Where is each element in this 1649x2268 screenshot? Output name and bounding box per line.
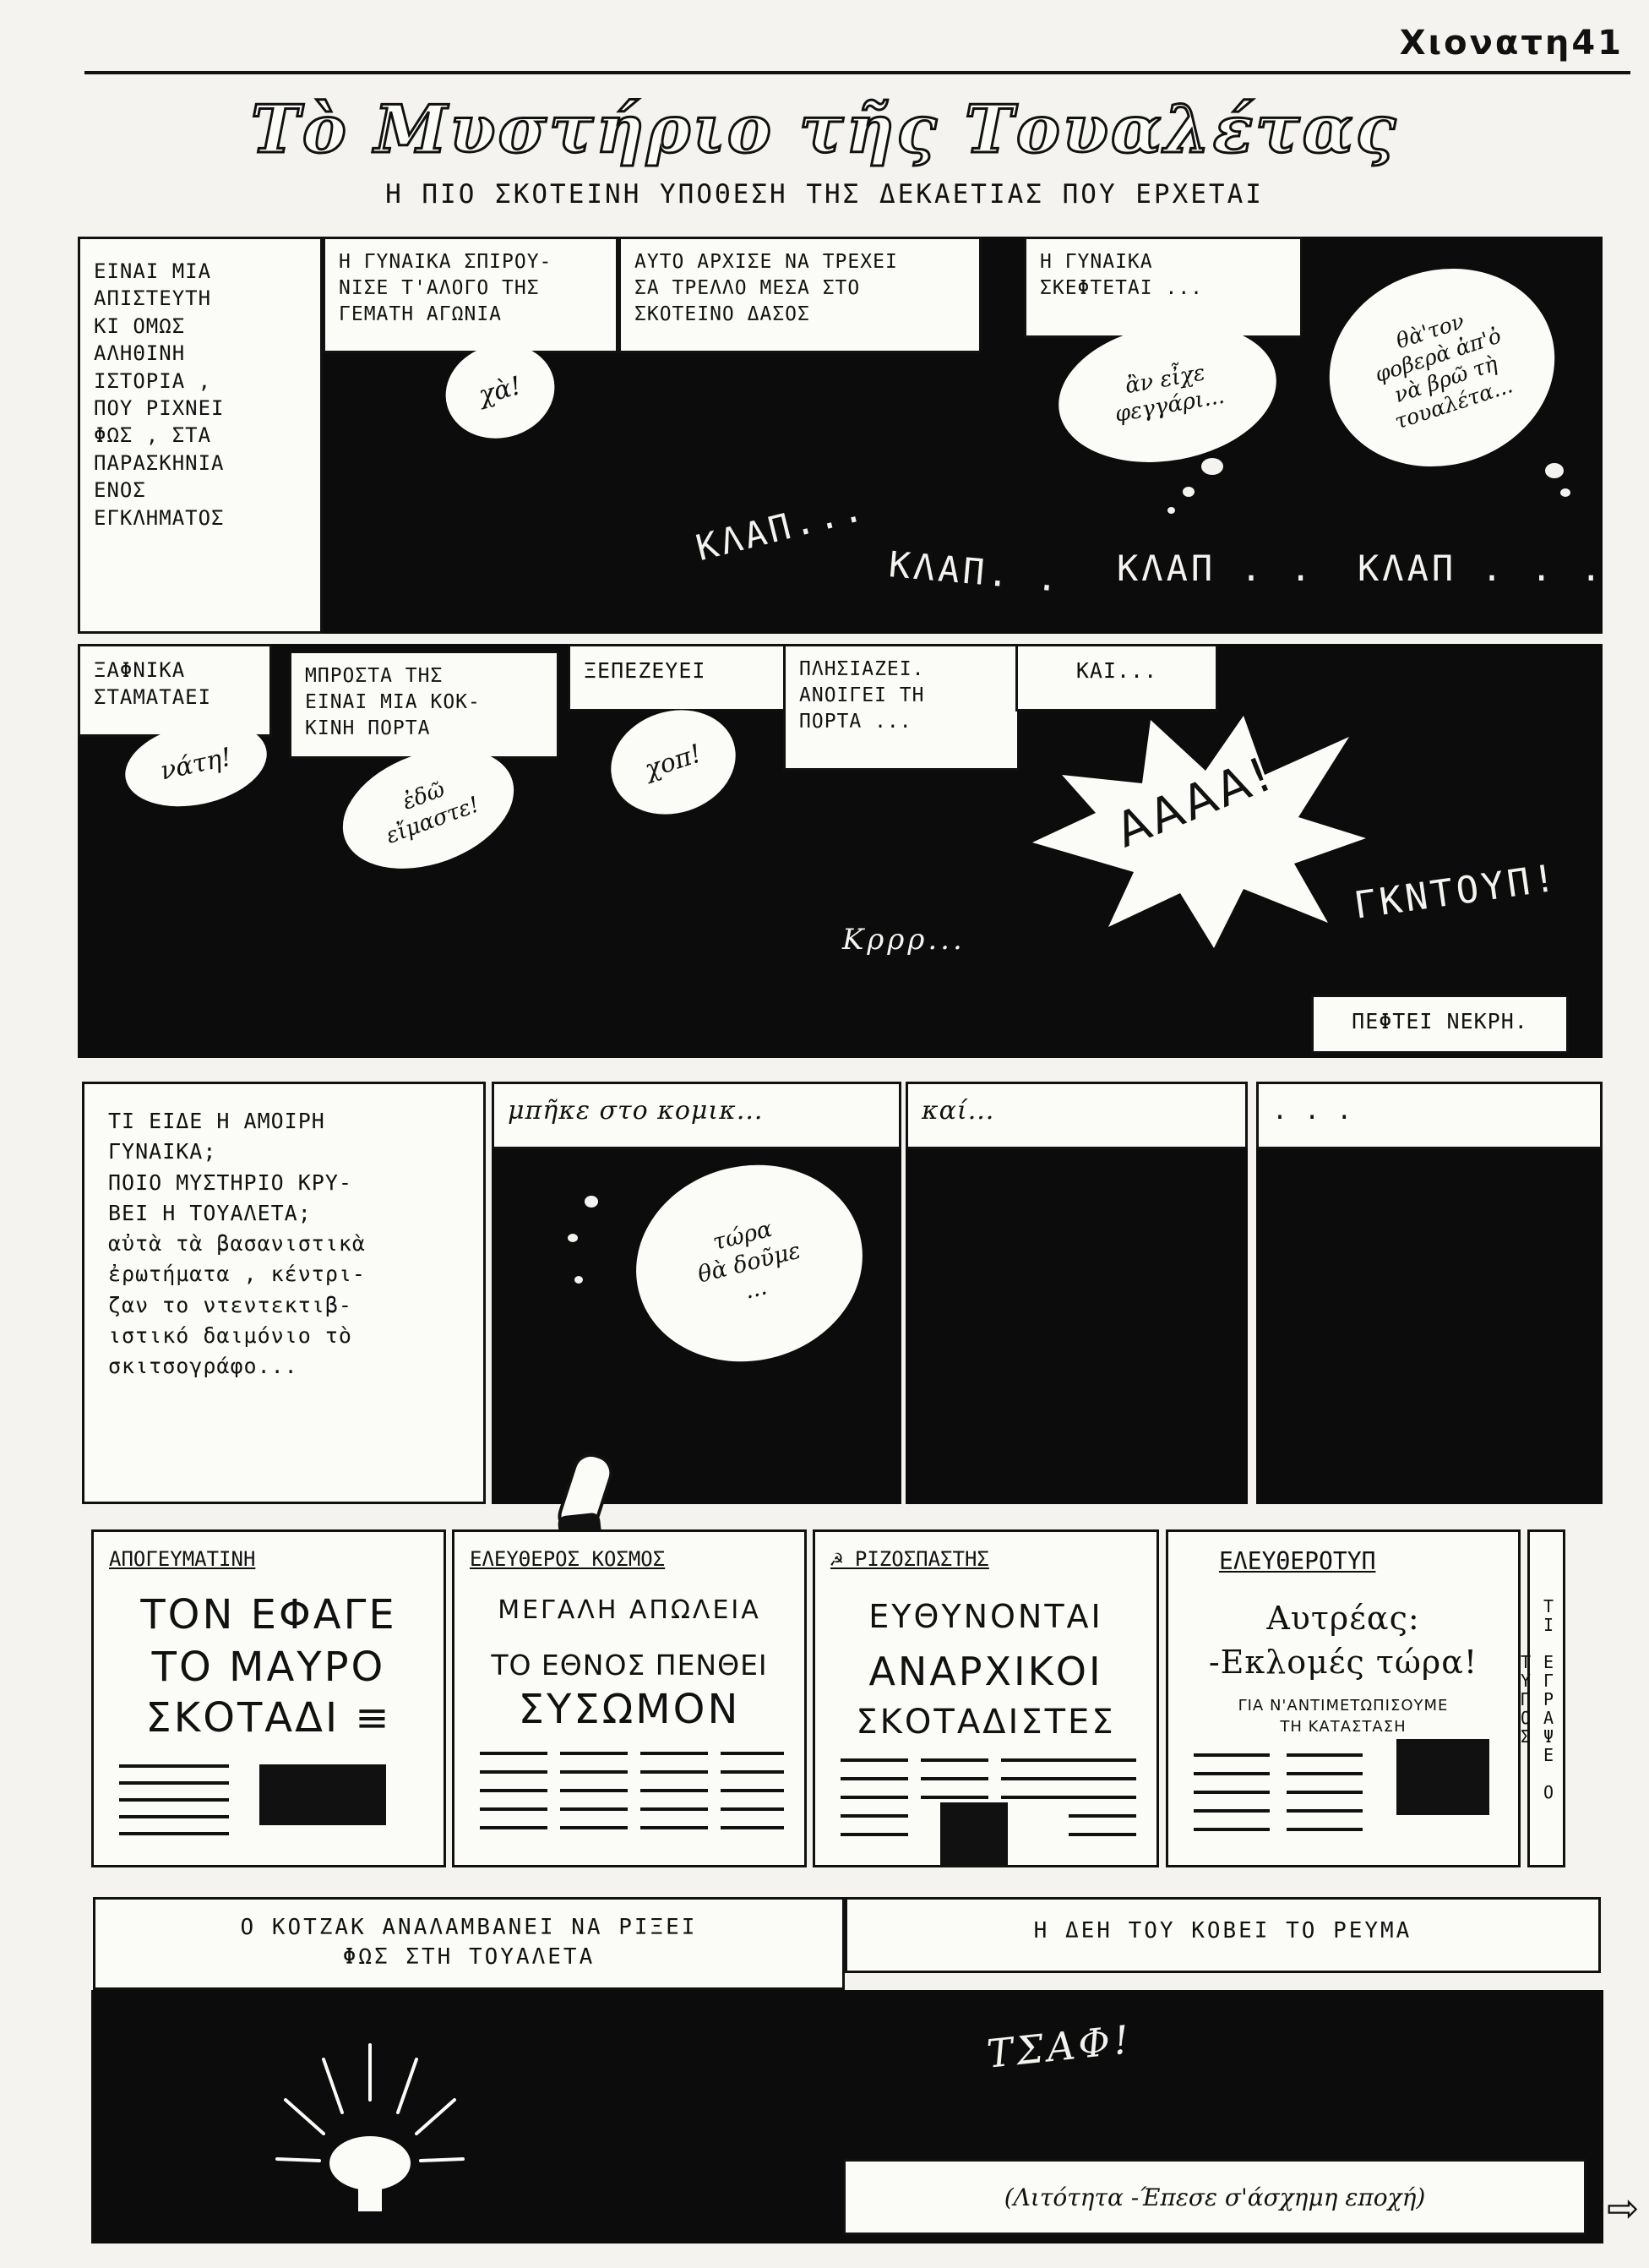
row3-caption-b: καί... [906,1082,1248,1149]
newspaper-eleftherotypia: ΕΛΕΥΘΕΡΟΤΥΠ Αυτρέας: -Εκλομές τώρα! ΓΙΑ … [1166,1529,1521,1867]
thought-dot [1545,463,1564,478]
next-page-arrow-icon[interactable]: ⇨ [1607,2185,1640,2231]
headline-line: ΤΟ ΕΘΝΟΣ ΠΕΝΘΕΙ [491,1649,768,1682]
headline-line: ΣΥΣΩΜΟΝ [518,1686,741,1733]
row2-caption-a: ΞΑΦΝΙΚΑ ΣΤΑΜΑΤΑΕΙ [78,644,272,737]
row2-panel: ΞΑΦΝΙΚΑ ΣΤΑΜΑΤΑΕΙ ΜΠΡΟΣΤΑ ΤΗΣ ΕΙΝΑΙ ΜΙΑ … [78,644,1603,1058]
burst-shape [1032,716,1366,948]
row5-caption-kotzak: Ο ΚΟΤΖΑΚ ΑΝΑΛΑΜΒΑΝΕΙ ΝΑ ΡΙΞΕΙ ΦΩΣ ΣΤΗ ΤΟ… [93,1897,845,1990]
row1-caption-c: Η ΓΥΝΑΙΚΑ ΣΚΕΦΤΕΤΑΙ ... [1024,237,1303,338]
row1-caption-b: ΑΥΤΟ ΑΡΧΙΣΕ ΝΑ ΤΡΕΧΕΙ ΣΑ ΤΡΕΛΛΟ ΜΕΣΑ ΣΤΟ… [618,237,982,353]
press-vertical-label: ΤΙ ΕΓΡΑΨΕ Ο ΤΥΠΟΣ [1516,1529,1565,1867]
row5-panel: ΤΣΑΦ! (Λιτότητα -Έπεσε σ'άσχημη εποχή) [91,1990,1603,2243]
headline-line: ΜΕΓΑΛΗ ΑΠΩΛΕΙΑ [498,1595,761,1625]
row2-caption-d: ΠΛΗΣΙΑΖΕΙ. ΑΝΟΙΓΕΙ ΤΗ ΠΟΡΤΑ ... [783,644,1020,771]
comic-title: Τὸ Μυστήριο τῆς Τουαλέτας [249,90,1399,170]
row2-bubble-hop: χοπ! [597,694,749,831]
thought-dot [568,1234,578,1242]
row3-panel-b: καί... [906,1082,1248,1504]
newspaper-rizospastis: ☭ ΡΙΖΟΣΠΑΣΤΗΣ ΕΥΘΥΝΟΝΤΑΙ ΑΝΑΡΧΙΚΟΙ ΣΚΟΤΑ… [813,1529,1159,1867]
row1-sfx-clap: ΚΛΑΠ . . [1117,548,1315,589]
header-rule [84,71,1630,74]
scream-burst [1032,716,1366,948]
comic-subtitle: Η ΠΙΟ ΣΚΟΤΕΙΝΗ ΥΠΟΘΕΣΗ ΤΗΣ ΔΕΚΑΕΤΙΑΣ ΠΟΥ… [385,179,1264,210]
row1-intro-caption: ΕΙΝΑΙ ΜΙΑ ΑΠΙΣΤΕΥΤΗ ΚΙ ΟΜΩΣ ΑΛΗΘΙΝΗ ΙΣΤΟ… [78,237,323,634]
row3-caption-c: . . . [1256,1082,1603,1149]
thought-dot [574,1276,583,1284]
row1-panel: ΕΙΝΑΙ ΜΙΑ ΑΠΙΣΤΕΥΤΗ ΚΙ ΟΜΩΣ ΑΛΗΘΙΝΗ ΙΣΤΟ… [78,237,1603,634]
row2-sfx-thud: ΓΚΝΤΟΥΠ! [1351,856,1562,928]
headline-line: Αυτρέας: [1266,1600,1420,1637]
row1-caption-a: Η ΓΥΝΑΙΚΑ ΣΠΙΡΟΥ- ΝΙΣΕ Τ'ΑΛΟΓΟ ΤΗΣ ΓΕΜΑΤ… [323,237,618,353]
newspaper-name: ☭ ΡΙΖΟΣΠΑΣΤΗΣ [830,1547,989,1571]
headline-line: ΣΚΟΤΑΔΙ ≡ [145,1694,392,1742]
row1-sfx-clap: ΚΛΑΠ. . [887,543,1064,600]
row3-caption-a: μπῆκε στο κομικ... [492,1082,901,1149]
row5-caption-dei: Η ΔΕΗ ΤΟΥ ΚΟΒΕΙ ΤΟ ΡΕΥΜΑ [845,1897,1601,1973]
newspaper-name: ΑΠΟΓΕΥΜΑΤΙΝΗ [109,1547,256,1571]
newspaper-name: ΕΛΕΥΘΕΡΟΤΥΠ [1219,1547,1376,1575]
thought-dot [1560,488,1570,497]
headline-line: ΤΟΝ ΕΦΑΓΕ [140,1591,397,1638]
row1-bubble-toilet: θὰ'τον φοβερὰ ἀπ'ὀ νὰ βρῶ τὴ τουαλέτα... [1303,239,1581,496]
bulb-base [358,2186,382,2211]
row2-caption-e: ΚΑΙ... [1015,644,1218,711]
bulb-glass [329,2136,411,2190]
headline-line: ΤΟ ΜΑΥΡΟ [151,1644,386,1691]
row2-caption-dead: ΠΕΦΤΕΙ ΝΕΚΡΗ. [1311,995,1569,1054]
thought-dot [1167,507,1175,514]
newspaper-photo [259,1764,386,1825]
bulb-rays [275,2043,465,2162]
row3-question-caption: ΤΙ ΕΙΔΕ Η ΑΜΟΙΡΗ ΓΥΝΑΙΚΑ; ΠΟΙΟ ΜΥΣΤΗΡΙΟ … [82,1082,486,1504]
newspaper-photo [1396,1739,1489,1815]
newspaper-eleftheros-kosmos: ΕΛΕΥΘΕΡΟΣ ΚΟΣΜΟΣ ΜΕΓΑΛΗ ΑΠΩΛΕΙΑ ΤΟ ΕΘΝΟΣ… [452,1529,807,1867]
newspaper-photo [940,1802,1008,1865]
newspaper-name: ΕΛΕΥΘΕΡΟΣ ΚΟΣΜΟΣ [470,1547,666,1571]
headline-line: -Εκλομές τώρα! [1208,1644,1478,1681]
thought-dot [1183,487,1195,497]
row2-sfx-creak: Κρρρ... [842,923,966,957]
row1-sfx-clap: ΚΛΑΠ... [692,486,870,570]
headline-line: ΓΙΑ Ν'ΑΝΤΙΜΕΤΩΠΙΣΟΥΜΕ ΤΗ ΚΑΤΑΣΤΑΣΗ [1238,1697,1449,1736]
lightbulb-icon [275,2043,465,2211]
row3-bubble-now: τώρα θὰ δοῦμε ... [615,1141,884,1386]
headline-line: ΑΝΑΡΧΙΚΟΙ [868,1649,1103,1694]
row3-panel-c: . . . [1256,1082,1603,1504]
row2-caption-b: ΜΠΡΟΣΤΑ ΤΗΣ ΕΙΝΑΙ ΜΙΑ ΚΟΚ- ΚΙΝΗ ΠΟΡΤΑ [289,651,559,759]
headline-line: ΕΥΘΥΝΟΝΤΑΙ [868,1598,1103,1635]
thought-dot [1201,458,1223,475]
row1-sfx-clap: ΚΛΑΠ . . . [1358,548,1605,589]
headline-line: ΣΚΟΤΑΔΙΣΤΕΣ [856,1703,1116,1742]
newspaper-apogevmatini: ΑΠΟΓΕΥΜΑΤΙΝΗ ΤΟΝ ΕΦΑΓΕ ΤΟ ΜΑΥΡΟ ΣΚΟΤΑΔΙ … [91,1529,446,1867]
row5-sfx-tsaf: ΤΣΑΦ! [984,2016,1135,2077]
thought-dot [585,1196,598,1208]
row5-footer-caption: (Λιτότητα -Έπεσε σ'άσχημη εποχή) [843,2159,1586,2235]
running-title: Χιονατη41 [1399,24,1624,63]
row3-panel-a: μπῆκε στο κομικ... τώρα θὰ δοῦμε ... [492,1082,901,1504]
